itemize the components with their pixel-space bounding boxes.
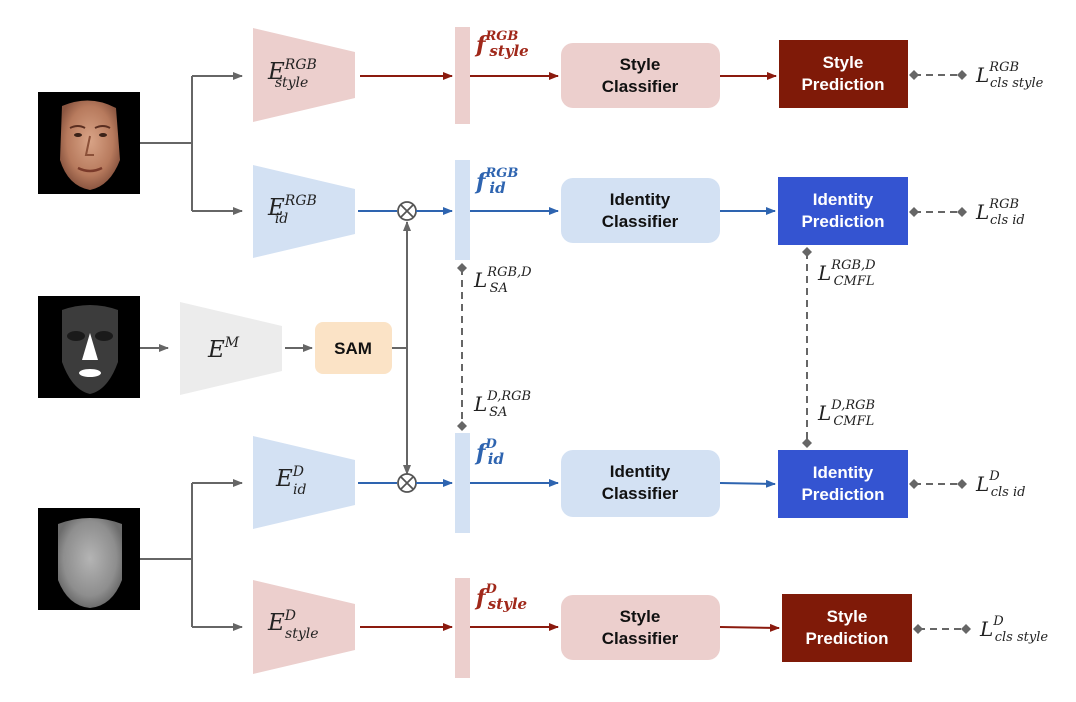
rgb-id-encoder	[253, 165, 355, 258]
rgb-style-prediction	[779, 40, 908, 108]
input-connectors	[140, 72, 411, 631]
mask-encoder-label: EM	[207, 335, 240, 363]
rgb-face-image	[38, 92, 140, 194]
depth-style-feature-bar	[455, 578, 470, 678]
depth-style-classifier	[561, 595, 720, 660]
rgb-identity-prediction	[778, 177, 908, 245]
multiply-operator-rgb	[397, 201, 417, 221]
identity-flow-depth	[358, 479, 776, 488]
depth-style-encoder	[253, 580, 355, 674]
loss-connectors	[457, 70, 971, 634]
depth-style-prediction	[782, 594, 912, 662]
rgb-style-classifier	[561, 43, 720, 108]
depth-face-image	[38, 508, 140, 610]
rgb-identity-classifier	[561, 178, 720, 243]
rgb-style-encoder	[253, 28, 355, 122]
rgb-style-feature-bar	[455, 27, 470, 124]
style-flow-depth	[360, 623, 780, 632]
sam-label: SAM	[334, 339, 372, 358]
sam-box	[315, 322, 392, 374]
depth-identity-prediction	[778, 450, 908, 518]
mask-encoder	[180, 302, 282, 395]
depth-id-feature-bar	[455, 433, 470, 533]
rgb-id-feature-bar	[455, 160, 470, 260]
depth-identity-classifier	[561, 450, 720, 517]
multiply-operator-depth	[397, 473, 417, 493]
depth-id-encoder	[253, 436, 355, 529]
mask-face-image	[38, 296, 140, 398]
